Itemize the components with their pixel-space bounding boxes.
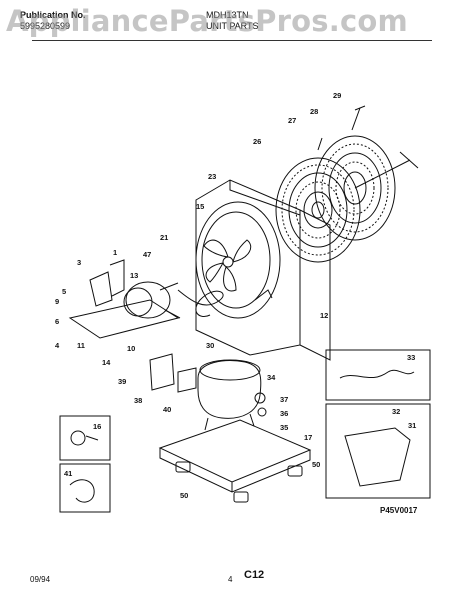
diagram-code: P45V0017 bbox=[380, 506, 418, 515]
callout-28: 28 bbox=[310, 107, 319, 116]
fan-blade bbox=[203, 239, 252, 292]
callout-17: 17 bbox=[304, 433, 313, 442]
fan-motor bbox=[123, 281, 181, 319]
footer-code: C12 bbox=[244, 569, 265, 581]
publication-label: Publication No. bbox=[20, 10, 86, 20]
callout-21: 21 bbox=[160, 233, 169, 242]
callout-16: 16 bbox=[93, 422, 102, 431]
capacitor-bracket bbox=[89, 259, 125, 307]
callout-35: 35 bbox=[280, 423, 289, 432]
callout-36: 36 bbox=[280, 409, 289, 418]
callout-23: 23 bbox=[208, 172, 217, 181]
grommet bbox=[254, 392, 266, 404]
callout-14: 14 bbox=[102, 358, 111, 367]
thermostat-probe bbox=[254, 289, 273, 301]
header-divider bbox=[32, 40, 432, 41]
section-title: UNIT PARTS bbox=[206, 21, 259, 31]
callout-50-right: 50 bbox=[312, 460, 321, 469]
fan-shroud bbox=[195, 179, 331, 361]
callout-33: 33 bbox=[407, 353, 416, 362]
callout-15: 15 bbox=[196, 202, 205, 211]
inset-box-harness bbox=[59, 463, 111, 513]
callout-6: 6 bbox=[55, 317, 60, 326]
callout-29: 29 bbox=[333, 91, 342, 100]
callout-11: 11 bbox=[77, 341, 85, 350]
condenser-coil-rear bbox=[314, 135, 419, 241]
callout-32: 32 bbox=[392, 407, 401, 416]
footer-date: 09/94 bbox=[30, 575, 51, 584]
mounting-feet bbox=[175, 461, 303, 503]
publication-number: 5995280599 bbox=[20, 21, 71, 31]
callout-38: 38 bbox=[134, 396, 143, 405]
callout-39: 39 bbox=[118, 377, 127, 386]
compressor bbox=[197, 359, 262, 431]
callout-50-left: 50 bbox=[180, 491, 189, 500]
callout-34: 34 bbox=[267, 373, 276, 382]
callout-10: 10 bbox=[127, 344, 136, 353]
inset-box-wiring bbox=[325, 349, 431, 401]
inset-box-clamp bbox=[59, 415, 111, 461]
callout-37: 37 bbox=[280, 395, 289, 404]
callout-26: 26 bbox=[253, 137, 262, 146]
callout-27: 27 bbox=[288, 116, 297, 125]
footer-page: 4 bbox=[228, 575, 233, 584]
grommet-sleeve bbox=[257, 407, 267, 417]
inset-box-control bbox=[325, 403, 431, 499]
callout-31: 31 bbox=[408, 421, 417, 430]
callout-41: 41 bbox=[64, 469, 73, 478]
callout-4: 4 bbox=[55, 341, 60, 350]
fan-motor-wiring bbox=[177, 289, 224, 317]
callout-47: 47 bbox=[143, 250, 152, 259]
mounting-spring bbox=[317, 105, 366, 151]
callout-3: 3 bbox=[77, 258, 82, 267]
callout-9: 9 bbox=[55, 297, 60, 306]
relay-overload bbox=[149, 353, 197, 393]
callout-12: 12 bbox=[320, 311, 329, 320]
callout-1: 1 bbox=[113, 248, 118, 257]
motor-bracket bbox=[68, 299, 180, 339]
base-pan bbox=[158, 419, 312, 493]
condenser-coil-front bbox=[275, 157, 361, 263]
callout-30: 30 bbox=[206, 341, 215, 350]
model-number: MDH13TN bbox=[206, 10, 249, 20]
callout-40: 40 bbox=[163, 405, 172, 414]
callout-13: 13 bbox=[130, 271, 139, 280]
callout-5: 5 bbox=[62, 287, 67, 296]
